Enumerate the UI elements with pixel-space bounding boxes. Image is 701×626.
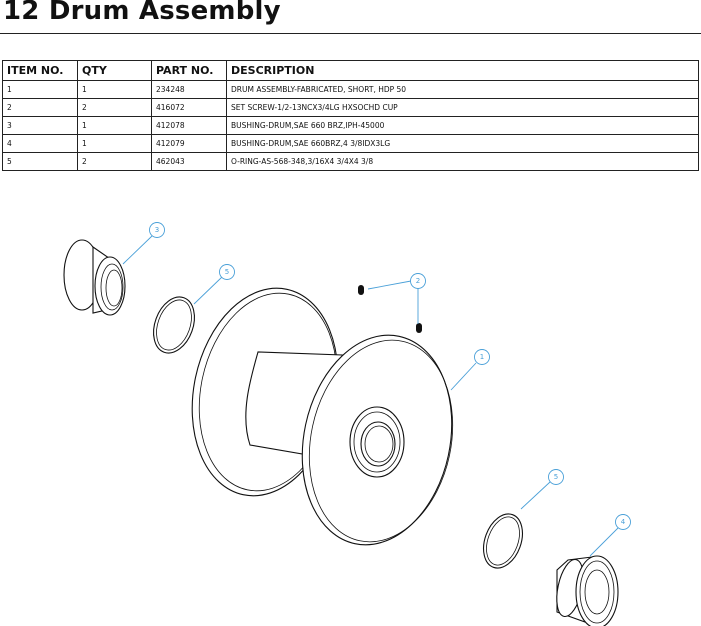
table-header-row: ITEM NO. QTY PART NO. DESCRIPTION <box>2 60 699 81</box>
part-no-cell: 416072 <box>151 98 227 117</box>
qty-cell: 1 <box>77 116 152 135</box>
callout-2-label: 2 <box>416 277 420 285</box>
page-title: 12 Drum Assembly <box>3 0 281 26</box>
o-ring-upper-part <box>153 296 195 354</box>
qty-cell: 1 <box>77 80 152 99</box>
description-cell: O-RING-AS-568-348,3/16X4 3/4X4 3/8 <box>226 152 699 171</box>
callout-4: 4 <box>615 514 631 530</box>
column-header: DESCRIPTION <box>226 60 699 81</box>
table-row: 2 2 416072 SET SCREW-1/2-13NCX3/4LG HXSO… <box>2 98 699 117</box>
callout-3-label: 3 <box>155 226 159 234</box>
item-no-cell: 2 <box>2 98 78 117</box>
exploded-view-drawing: 3 5 2 1 5 4 <box>63 222 631 626</box>
table-row: 5 2 462043 O-RING-AS-568-348,3/16X4 3/4X… <box>2 152 699 171</box>
drum-assembly-part <box>191 287 454 546</box>
set-screws-part <box>358 285 422 333</box>
part-no-cell: 412078 <box>151 116 227 135</box>
callout-2: 2 <box>410 273 426 289</box>
callout-5-upper: 5 <box>219 264 235 280</box>
qty-cell: 1 <box>77 134 152 153</box>
part-no-cell: 412079 <box>151 134 227 153</box>
callout-leaders <box>122 235 619 557</box>
description-cell: SET SCREW-1/2-13NCX3/4LG HXSOCHD CUP <box>226 98 699 117</box>
description-cell: BUSHING-DRUM,SAE 660BRZ,4 3/8IDX3LG <box>226 134 699 153</box>
description-cell: DRUM ASSEMBLY-FABRICATED, SHORT, HDP 50 <box>226 80 699 99</box>
callout-1-label: 1 <box>480 353 484 361</box>
qty-cell: 2 <box>77 152 152 171</box>
item-no-cell: 3 <box>2 116 78 135</box>
o-ring-lower-part <box>483 513 523 569</box>
callout-1: 1 <box>474 349 490 365</box>
description-cell: BUSHING-DRUM,SAE 660 BRZ,IPH-45000 <box>226 116 699 135</box>
callout-5-lower-label: 5 <box>554 473 558 481</box>
bushing-3-part <box>63 239 126 316</box>
column-header: ITEM NO. <box>2 60 78 81</box>
title-divider <box>0 33 701 34</box>
bushing-4-part <box>556 555 619 626</box>
item-no-cell: 1 <box>2 80 78 99</box>
callout-4-label: 4 <box>621 518 626 526</box>
part-no-cell: 462043 <box>151 152 227 171</box>
table-row: 3 1 412078 BUSHING-DRUM,SAE 660 BRZ,IPH-… <box>2 116 699 135</box>
item-no-cell: 4 <box>2 134 78 153</box>
table-row: 4 1 412079 BUSHING-DRUM,SAE 660BRZ,4 3/8… <box>2 134 699 153</box>
callout-5-lower: 5 <box>548 469 564 485</box>
part-no-cell: 234248 <box>151 80 227 99</box>
callout-3: 3 <box>149 222 165 238</box>
column-header: PART NO. <box>151 60 227 81</box>
parts-table: ITEM NO. QTY PART NO. DESCRIPTION 1 1 23… <box>2 60 699 171</box>
table-row: 1 1 234248 DRUM ASSEMBLY-FABRICATED, SHO… <box>2 80 699 99</box>
callout-5-upper-label: 5 <box>225 268 229 276</box>
qty-cell: 2 <box>77 98 152 117</box>
column-header: QTY <box>77 60 152 81</box>
item-no-cell: 5 <box>2 152 78 171</box>
